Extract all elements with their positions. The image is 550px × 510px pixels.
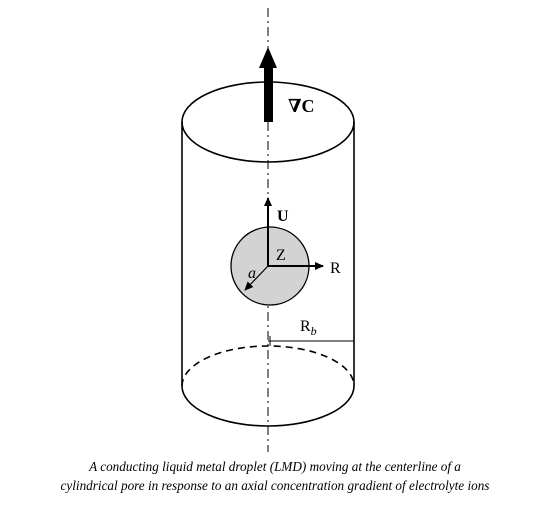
cylinder-bottom-front [181, 385, 355, 427]
pore-droplet-diagram: ∇C U R Z a Rb [181, 8, 355, 452]
gradient-label: ∇C [288, 96, 315, 116]
figure-caption: A conducting liquid metal droplet (LMD) … [0, 457, 550, 495]
velocity-label: U [277, 208, 289, 225]
caption-line-1: A conducting liquid metal droplet (LMD) … [89, 459, 461, 474]
gradient-arrow-shaft [264, 66, 273, 122]
droplet-radius-arrow [244, 265, 269, 291]
pore-radius-label: Rb [300, 318, 317, 338]
caption-line-2: cylindrical pore in response to an axial… [60, 478, 490, 493]
cylinder-bottom-back-dashed [181, 345, 355, 387]
gradient-arrow-head [259, 47, 277, 68]
axial-label: Z [276, 247, 286, 264]
radial-label: R [330, 260, 341, 277]
droplet-radius-label: a [248, 265, 256, 282]
